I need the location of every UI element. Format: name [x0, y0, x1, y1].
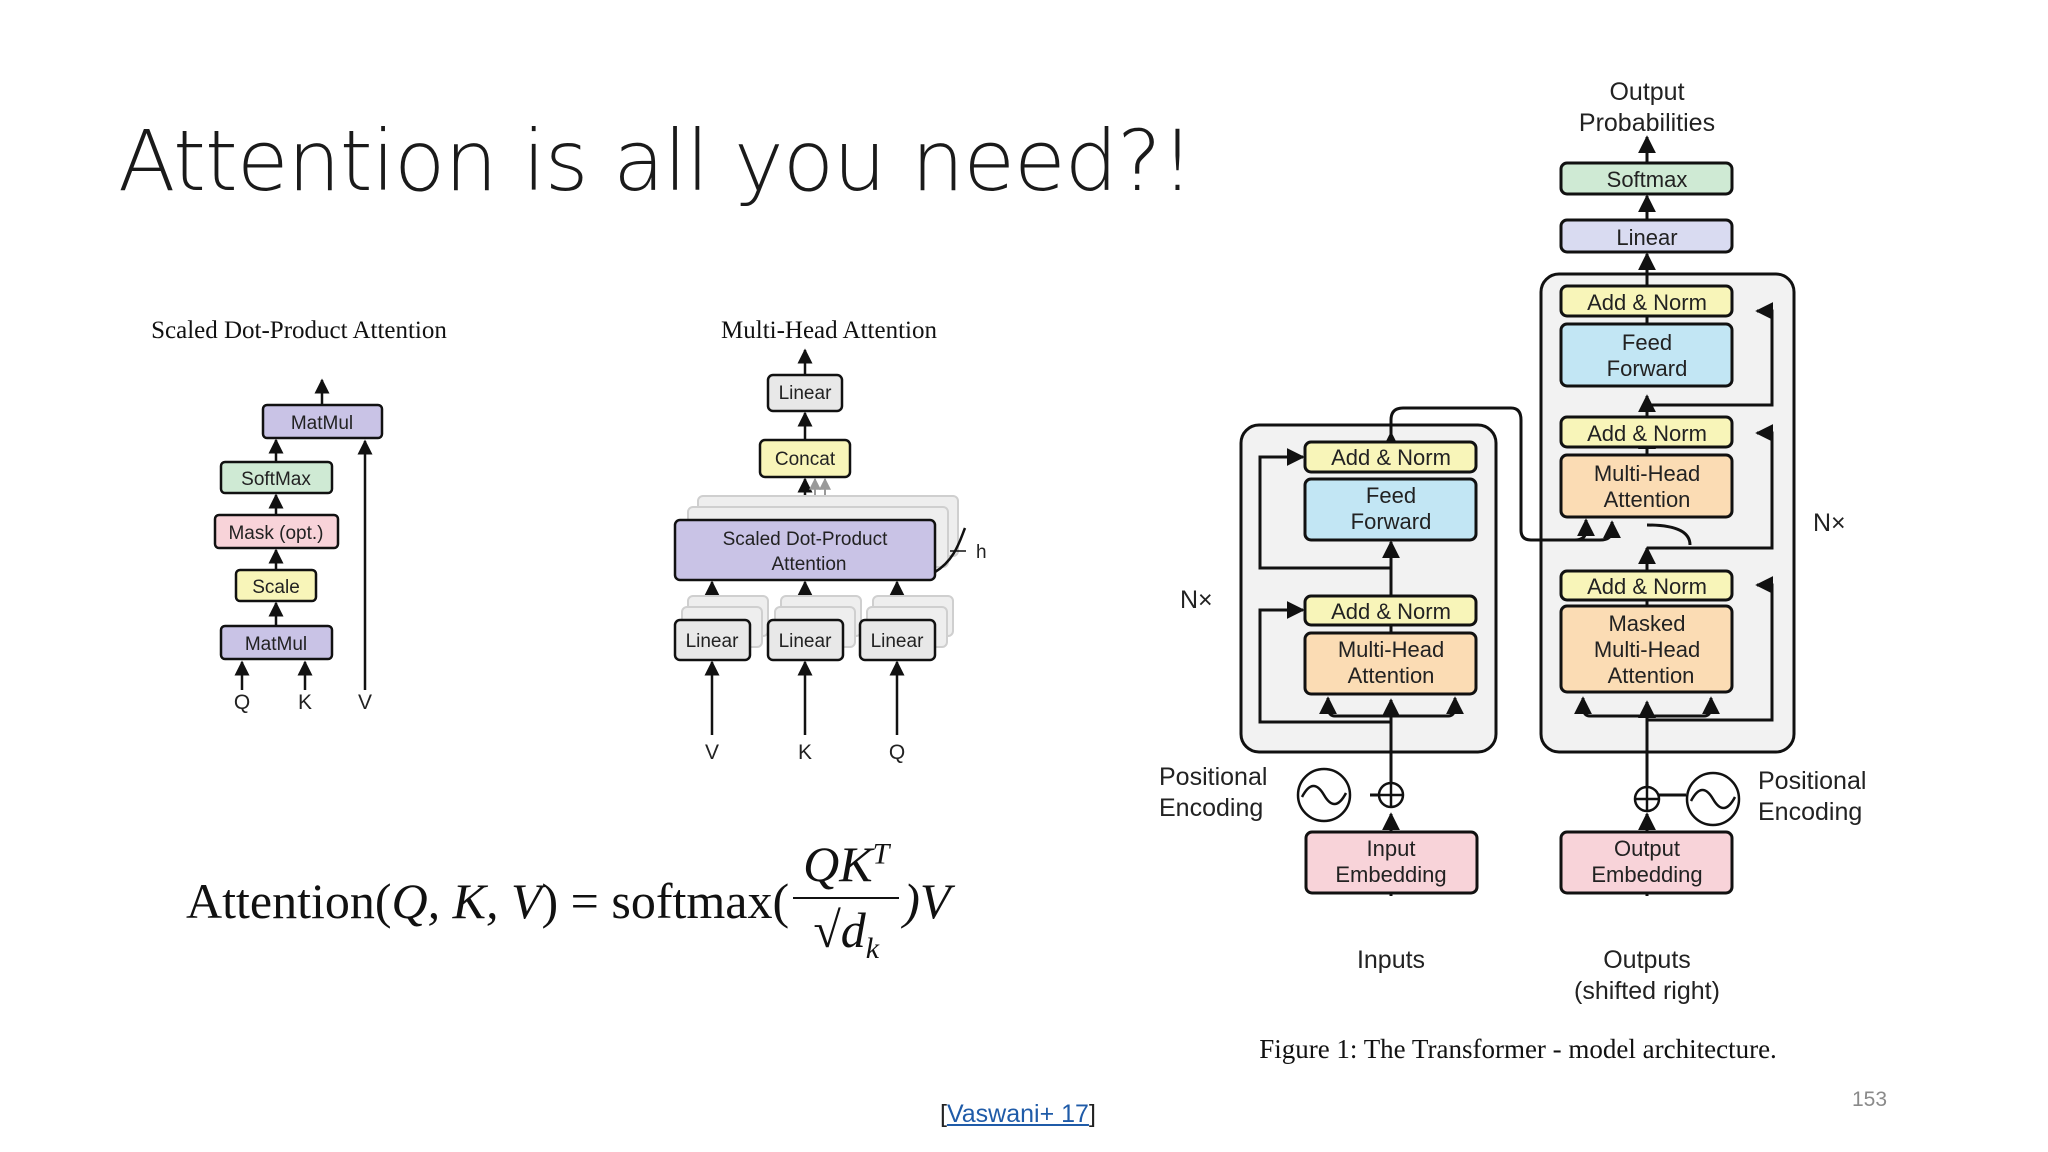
mha-sdpa-line2: Attention — [772, 554, 847, 575]
tf-output-emb-line1: Output — [1614, 836, 1680, 861]
encoder-panel — [1239, 423, 1498, 754]
sdpa-softmax: SoftMax — [241, 469, 311, 490]
tf-output-probs-line2: Probabilities — [1579, 109, 1715, 137]
encoder-add-icon — [1377, 781, 1405, 809]
tf-nx-right: N× — [1813, 509, 1846, 537]
formula-numerator: QKT — [793, 835, 900, 899]
tf-linear: Linear — [1616, 225, 1677, 250]
citation: [Vaswani+ 17] — [940, 1100, 1096, 1129]
tf-softmax: Softmax — [1607, 167, 1688, 192]
tf-pos-enc-right-line1: Positional — [1758, 767, 1866, 795]
page-number: 153 — [1852, 1088, 1888, 1111]
sdpa-input-v: V — [358, 691, 372, 714]
tf-caption: Figure 1: The Transformer - model archit… — [1259, 1034, 1777, 1064]
mha-diagram: Multi-Head Attention — [673, 317, 987, 764]
tf-pos-enc-left-line2: Encoding — [1159, 794, 1263, 822]
sdpa-scale: Scale — [252, 577, 300, 598]
tf-enc-ff-line1: Feed — [1366, 483, 1416, 508]
mha-sdpa-line1: Scaled Dot-Product — [723, 529, 888, 550]
mha-linear-q: Linear — [871, 631, 924, 652]
mha-linear-k: Linear — [779, 631, 832, 652]
tf-dec-ff-line1: Feed — [1622, 330, 1672, 355]
sdpa-matmul-bottom: MatMul — [245, 634, 307, 655]
decoder-sine-icon — [1685, 771, 1741, 827]
citation-close: ] — [1088, 1100, 1096, 1128]
transformer-diagram: Softmax Linear Add & Norm Feed Forward A… — [1159, 78, 1866, 1064]
tf-pos-enc-left-line1: Positional — [1159, 763, 1267, 791]
formula-rhs: )V — [903, 872, 951, 929]
formula-lhs: Attention( — [186, 872, 392, 929]
tf-dec-mha-line1: Multi-Head — [1594, 461, 1700, 486]
tf-input-emb-line2: Embedding — [1335, 862, 1446, 887]
tf-enc-mha-line1: Multi-Head — [1338, 637, 1444, 662]
tf-dec-mha-line2: Attention — [1604, 487, 1691, 512]
sdpa-title: Scaled Dot-Product Attention — [151, 317, 447, 344]
tf-output-probs-line1: Output — [1609, 78, 1684, 106]
tf-inputs-label: Inputs — [1357, 946, 1425, 974]
sdpa-input-q: Q — [234, 691, 250, 714]
tf-outputs-line1: Outputs — [1603, 946, 1691, 974]
formula-denominator: √dk — [813, 902, 880, 965]
mha-input-q: Q — [889, 741, 905, 764]
tf-dec-addnorm-2: Add & Norm — [1587, 421, 1707, 446]
tf-pos-enc-right-line2: Encoding — [1758, 798, 1862, 826]
formula-args: Q, K, V — [391, 872, 542, 929]
mha-input-v: V — [705, 741, 719, 764]
tf-enc-addnorm-2: Add & Norm — [1331, 445, 1451, 470]
mha-concat: Concat — [775, 449, 836, 470]
tf-dec-addnorm-3: Add & Norm — [1587, 290, 1707, 315]
tf-masked-line3: Attention — [1608, 663, 1695, 688]
mha-linear-top: Linear — [779, 383, 832, 404]
decoder-add-icon — [1633, 785, 1661, 813]
slide-title: Attention is all you need?! — [118, 112, 1194, 210]
mha-input-k: K — [798, 741, 812, 764]
tf-output-emb-line2: Embedding — [1591, 862, 1702, 887]
mha-linear-v: Linear — [686, 631, 739, 652]
tf-enc-ff-line2: Forward — [1351, 509, 1432, 534]
tf-masked-line1: Masked — [1608, 611, 1685, 636]
citation-link[interactable]: Vaswani+ 17 — [946, 1100, 1089, 1128]
encoder-sine-icon — [1296, 767, 1352, 823]
mha-title: Multi-Head Attention — [721, 317, 937, 344]
tf-enc-addnorm-1: Add & Norm — [1331, 599, 1451, 624]
sdpa-mask: Mask (opt.) — [228, 523, 323, 544]
sdpa-input-k: K — [298, 691, 312, 714]
formula-fraction: QKT √dk — [793, 835, 900, 966]
tf-nx-left: N× — [1180, 586, 1213, 614]
sdpa-diagram: Scaled Dot-Product Attention MatMul Soft… — [151, 317, 447, 714]
tf-input-emb-line1: Input — [1367, 836, 1416, 861]
tf-dec-addnorm-1: Add & Norm — [1587, 574, 1707, 599]
sdpa-matmul-top: MatMul — [291, 413, 353, 434]
attention-formula: Attention(Q, K, V) = softmax( QKT √dk )V — [186, 835, 950, 966]
tf-dec-ff-line2: Forward — [1607, 356, 1688, 381]
tf-enc-mha-line2: Attention — [1348, 663, 1435, 688]
tf-masked-line2: Multi-Head — [1594, 637, 1700, 662]
formula-mid: ) = softmax( — [541, 872, 790, 929]
mha-h-label: h — [976, 542, 987, 563]
citation-open: [ — [940, 1100, 947, 1128]
tf-outputs-line2: (shifted right) — [1574, 977, 1720, 1005]
